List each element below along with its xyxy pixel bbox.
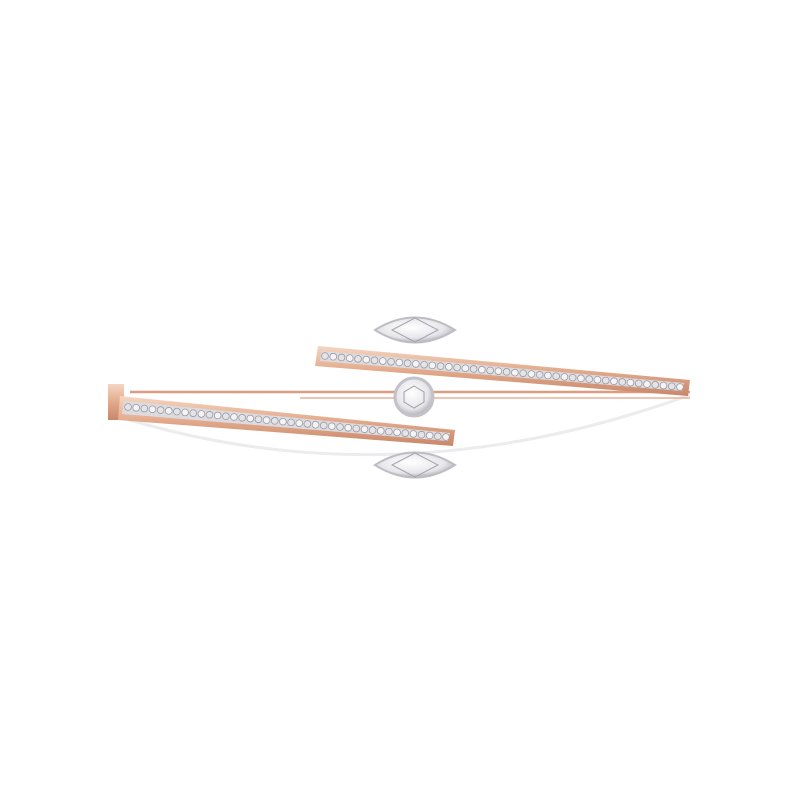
pave-diamond (511, 368, 519, 377)
pave-diamond (527, 370, 536, 378)
pave-diamond (295, 419, 304, 427)
upper-pave-bar (315, 346, 690, 396)
pave-diamond (254, 415, 263, 424)
pave-diamond (387, 357, 395, 366)
pave-diamond (395, 358, 404, 367)
pave-diamond (370, 356, 379, 365)
pave-diamond (279, 417, 287, 426)
pave-diamond (461, 364, 470, 373)
pave-diamond (428, 361, 437, 370)
round-diamond-center (393, 376, 435, 418)
pave-diamond (132, 403, 140, 412)
pave-diamond (676, 383, 684, 391)
pave-diamond (354, 355, 362, 363)
pave-diamond (601, 376, 610, 385)
pave-diamond (246, 414, 255, 423)
pave-diamond (585, 375, 593, 383)
pave-diamond (442, 433, 450, 441)
pave-diamond (593, 375, 602, 384)
pave-diamond (321, 352, 329, 360)
pave-diamond (287, 418, 295, 427)
pave-diamond (352, 424, 361, 433)
pave-diamond (329, 352, 338, 361)
pave-diamond (425, 431, 434, 440)
pave-diamond (378, 357, 387, 365)
pave-diamond (222, 412, 230, 421)
pave-diamond (436, 362, 445, 370)
pave-diamond (659, 381, 668, 390)
pave-diamond (453, 363, 461, 372)
pave-diamond (238, 413, 246, 422)
pave-diamond (328, 422, 336, 431)
pave-diamond (535, 370, 544, 379)
pave-diamond (337, 353, 346, 362)
pave-diamond (205, 410, 214, 419)
pave-diamond (478, 365, 486, 374)
pave-diamond (667, 382, 676, 391)
pave-diamond (164, 407, 173, 415)
marquise-diamond-bottom (373, 451, 457, 479)
pave-diamond (577, 374, 585, 383)
pave-diamond (270, 417, 279, 425)
pave-diamond (385, 427, 393, 436)
pave-diamond (156, 406, 165, 414)
marquise-diamond-top (373, 316, 457, 344)
pave-diamond (412, 360, 420, 368)
pave-diamond (618, 378, 627, 386)
pave-diamond (401, 429, 410, 437)
pave-diamond (393, 428, 401, 437)
pave-diamond (181, 408, 189, 417)
pave-diamond (124, 403, 132, 411)
pave-diamond (420, 360, 428, 369)
pave-diamond (362, 355, 371, 364)
pave-diamond (344, 423, 352, 432)
pave-diamond (140, 404, 149, 413)
pave-diamond (494, 367, 503, 375)
pave-diamond (486, 366, 494, 375)
pave-diamond (568, 373, 577, 382)
pave-diamond (417, 430, 426, 439)
pave-diamond (311, 420, 320, 429)
pave-diamond (189, 409, 198, 417)
pave-diamond (345, 354, 354, 362)
pave-diamond (148, 405, 157, 414)
pave-diamond (434, 432, 442, 441)
pave-diamond (634, 379, 643, 388)
pave-diamond (519, 369, 527, 378)
pave-diamond (626, 378, 635, 387)
pave-diamond (409, 430, 418, 438)
pave-diamond (445, 363, 453, 371)
pave-diamond (336, 423, 344, 431)
pave-diamond (319, 421, 328, 430)
pave-diamond (230, 413, 238, 421)
pave-diamond (469, 365, 478, 373)
pave-diamond (360, 425, 369, 434)
pave-diamond (376, 427, 385, 435)
pave-diamond (560, 373, 569, 381)
pave-diamond (643, 380, 651, 388)
pave-diamond (213, 411, 222, 420)
pave-diamond (197, 410, 206, 418)
pave-diamond (173, 407, 181, 416)
pave-diamond (303, 420, 312, 428)
pave-diamond (368, 426, 377, 434)
pave-diamond (552, 372, 560, 380)
pave-diamond (544, 371, 552, 380)
pave-diamond (651, 381, 660, 389)
pave-diamond (403, 359, 412, 368)
pave-diamond (502, 368, 511, 376)
lower-pave-bar (108, 384, 455, 446)
pave-diamond (262, 416, 271, 424)
pave-diamond (610, 377, 618, 386)
